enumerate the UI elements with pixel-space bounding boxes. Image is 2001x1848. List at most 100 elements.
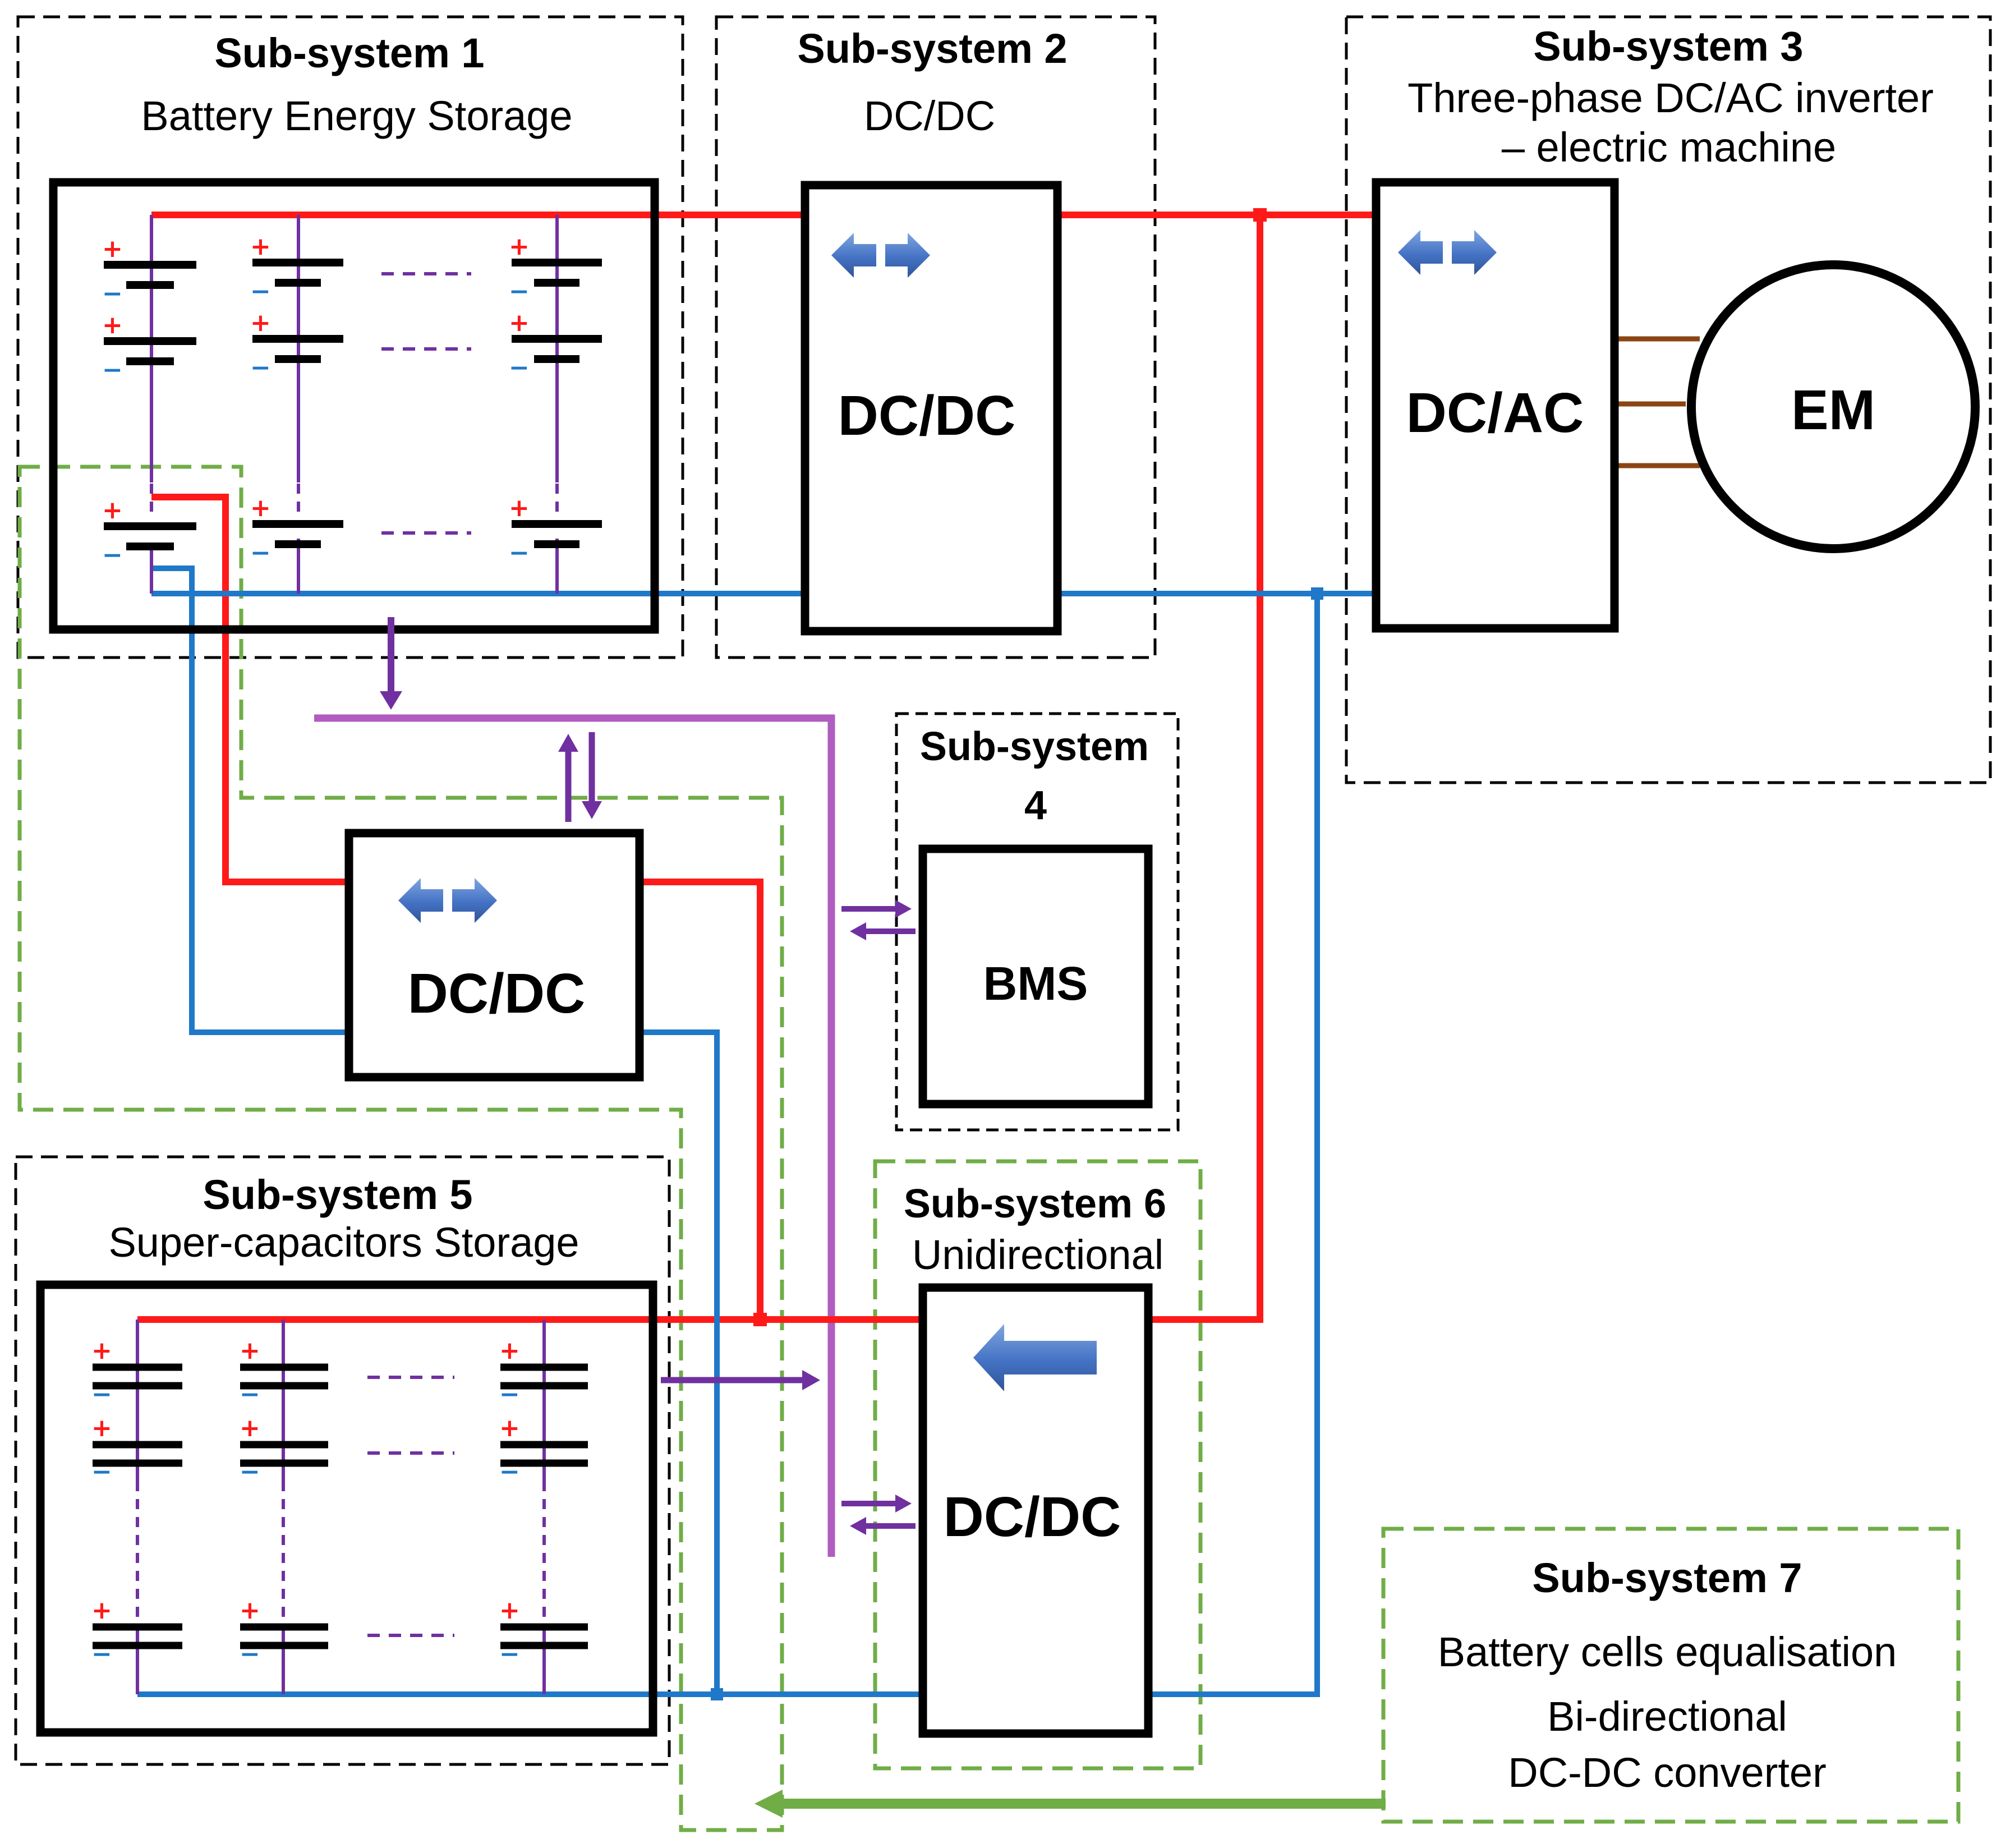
unidirectional-flow-arrow-icon <box>973 1324 1097 1391</box>
svg-text:−: − <box>509 539 530 567</box>
subsystem-2-subtitle: DC/DC <box>864 93 995 139</box>
subsystem-1-title: Sub-system 1 <box>214 30 484 76</box>
junction-dot <box>1253 208 1267 222</box>
arrow-left-icon <box>850 1517 866 1535</box>
subsystem-borders <box>14 15 1992 1832</box>
equalisation-link <box>755 1790 1386 1818</box>
subsystem-6-border <box>873 1159 1203 1771</box>
supercap-strings <box>136 1320 546 1694</box>
subsystem-3-title: Sub-system 3 <box>1533 23 1803 70</box>
subsystem-4-title-line1: Sub-system <box>920 724 1149 769</box>
svg-text:+: + <box>509 232 530 261</box>
negative-rail-dcdc-left-in <box>151 566 349 1035</box>
supercap-pack-frame <box>36 1280 657 1737</box>
subsystem-4-title-line2: 4 <box>1024 783 1047 828</box>
svg-text:−: − <box>102 541 123 569</box>
svg-text:−: − <box>240 1640 260 1668</box>
battery-pack: + − + − + − + − + − + − + − + − + − <box>49 178 659 634</box>
subsystem-5-subtitle: Super-capacitors Storage <box>108 1219 579 1266</box>
svg-text:+: + <box>509 309 530 337</box>
svg-text:+: + <box>102 496 123 525</box>
battery-strings <box>150 215 559 594</box>
dcac-label: DC/AC <box>1406 381 1584 444</box>
block-dcac: DC/AC <box>1372 178 1619 633</box>
arrow-left-icon <box>755 1790 783 1818</box>
battery-cells <box>104 259 602 550</box>
dcdc-left-label: DC/DC <box>408 962 586 1025</box>
block-dcdc-unidirectional: DC/DC <box>918 1283 1153 1738</box>
subsystem-7-title: Sub-system 7 <box>1532 1555 1802 1601</box>
svg-text:+: + <box>499 1596 520 1625</box>
junction-dot <box>711 1688 723 1700</box>
svg-text:−: − <box>250 539 271 567</box>
supercap-cells <box>93 1363 588 1649</box>
em-label: EM <box>1791 379 1875 442</box>
svg-text:+: + <box>240 1414 260 1442</box>
subsystem-4-border <box>895 712 1180 1132</box>
svg-text:−: − <box>499 1458 520 1486</box>
svg-text:+: + <box>499 1414 520 1442</box>
svg-text:−: − <box>91 1380 112 1409</box>
junction-dot <box>1311 587 1323 600</box>
positive-rail-dcdc-left-in <box>151 494 349 885</box>
svg-text:−: − <box>250 277 271 306</box>
svg-text:−: − <box>102 279 123 308</box>
subsystem-3-subtitle-line2: – electric machine <box>1502 124 1836 171</box>
dcdc-uni-label: DC/DC <box>944 1486 1121 1548</box>
positive-rail-dcdc-left-out <box>640 879 763 1320</box>
subsystem-1-border <box>16 15 684 659</box>
svg-text:+: + <box>250 232 271 261</box>
svg-text:+: + <box>240 1596 260 1625</box>
svg-text:+: + <box>91 1596 112 1625</box>
arrow-right-icon <box>895 900 912 918</box>
negative-rail-dcdc-left-out <box>640 1029 720 1694</box>
svg-text:+: + <box>250 309 271 337</box>
svg-text:−: − <box>499 1640 520 1668</box>
control-arrows <box>380 617 916 1535</box>
wiring <box>137 208 1700 1700</box>
svg-text:−: − <box>240 1458 260 1486</box>
arrow-down-icon <box>582 801 602 819</box>
battery-polarity-marks: + − + − + − + − + − + − + − + − + − <box>102 232 530 569</box>
subsystem-7-line1: Battery cells equalisation <box>1438 1629 1897 1675</box>
signal-bus <box>314 714 835 1557</box>
arrow-right-icon <box>895 1495 912 1513</box>
bms-label: BMS <box>983 957 1088 1010</box>
subsystem-7-line2: Bi-directional <box>1547 1693 1787 1740</box>
arrow-down-icon <box>380 691 402 710</box>
subsystem-3-subtitle-line1: Three-phase DC/AC inverter <box>1407 75 1934 121</box>
subsystem-7-line3: DC-DC converter <box>1508 1749 1826 1796</box>
subsystem-5-title: Sub-system 5 <box>203 1171 472 1218</box>
svg-text:+: + <box>250 494 271 522</box>
svg-text:−: − <box>509 277 530 306</box>
dcdc-main-label: DC/DC <box>838 384 1016 447</box>
svg-text:+: + <box>102 311 123 339</box>
subsystem-3-border <box>1345 15 1992 784</box>
arrow-right-icon <box>802 1370 820 1390</box>
subsystem-1-subtitle: Battery Energy Storage <box>141 93 572 139</box>
svg-text:+: + <box>240 1336 260 1365</box>
svg-text:−: − <box>91 1640 112 1668</box>
svg-text:+: + <box>91 1336 112 1365</box>
electric-machine: EM <box>1687 260 1980 553</box>
block-bms: BMS <box>918 844 1153 1109</box>
battery-pack-frame <box>49 178 659 634</box>
block-dcdc-left: DC/DC <box>344 829 644 1082</box>
subsystem-2-border <box>715 15 1157 659</box>
junction-dot <box>753 1313 767 1326</box>
supercap-pack: + − + − + − + − + − + − + − + − + − <box>36 1280 657 1737</box>
svg-text:+: + <box>499 1336 520 1365</box>
svg-text:−: − <box>240 1380 260 1409</box>
subsystem-6-title: Sub-system 6 <box>904 1182 1166 1226</box>
svg-text:−: − <box>102 356 123 384</box>
equalisation-group-border <box>17 465 784 1832</box>
subsystem-7-border <box>1381 1527 1961 1824</box>
svg-text:−: − <box>509 353 530 382</box>
subsystem-2-title: Sub-system 2 <box>797 25 1067 72</box>
arrow-left-icon <box>850 922 866 940</box>
svg-text:−: − <box>499 1380 520 1409</box>
svg-text:+: + <box>509 494 530 522</box>
positive-rail-ss6 <box>1150 215 1263 1323</box>
svg-text:+: + <box>102 235 123 263</box>
